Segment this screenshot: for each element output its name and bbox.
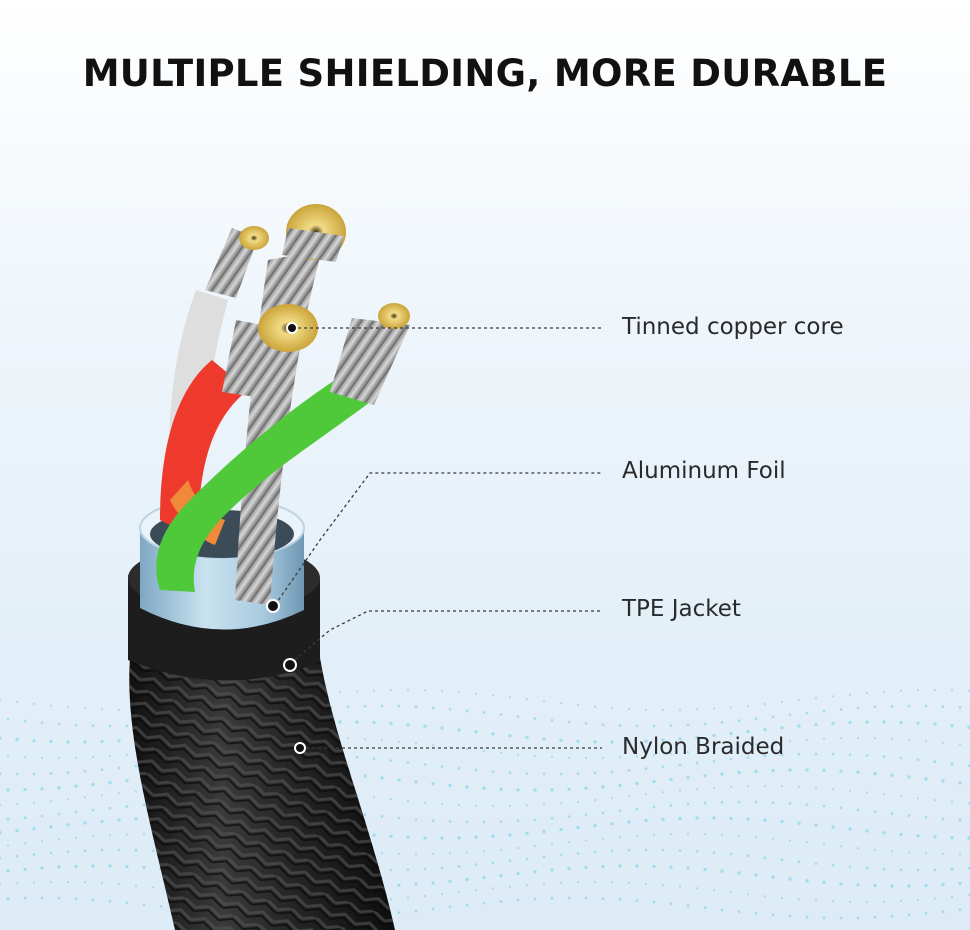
label-tinned-copper-core: Tinned copper core [622, 314, 844, 340]
callout-lines [274, 327, 602, 749]
page-title: MULTIPLE SHIELDING, MORE DURABLE [82, 52, 888, 95]
inner-wires [156, 204, 410, 605]
callout-line-tpe-jacket [289, 610, 602, 665]
label-aluminum-foil: Aluminum Foil [622, 458, 786, 484]
callout-dot-nylon-braided [294, 742, 306, 754]
callout-dot-tpe-jacket [283, 658, 297, 672]
callout-dots [266, 322, 306, 754]
callout-dot-tinned-copper-core [286, 322, 298, 334]
callout-line-aluminum-foil [274, 472, 602, 606]
label-nylon-braided: Nylon Braided [622, 734, 785, 760]
label-tpe-jacket: TPE Jacket [622, 596, 741, 622]
callout-dot-aluminum-foil [266, 599, 280, 613]
nylon-braided-section [129, 640, 396, 930]
